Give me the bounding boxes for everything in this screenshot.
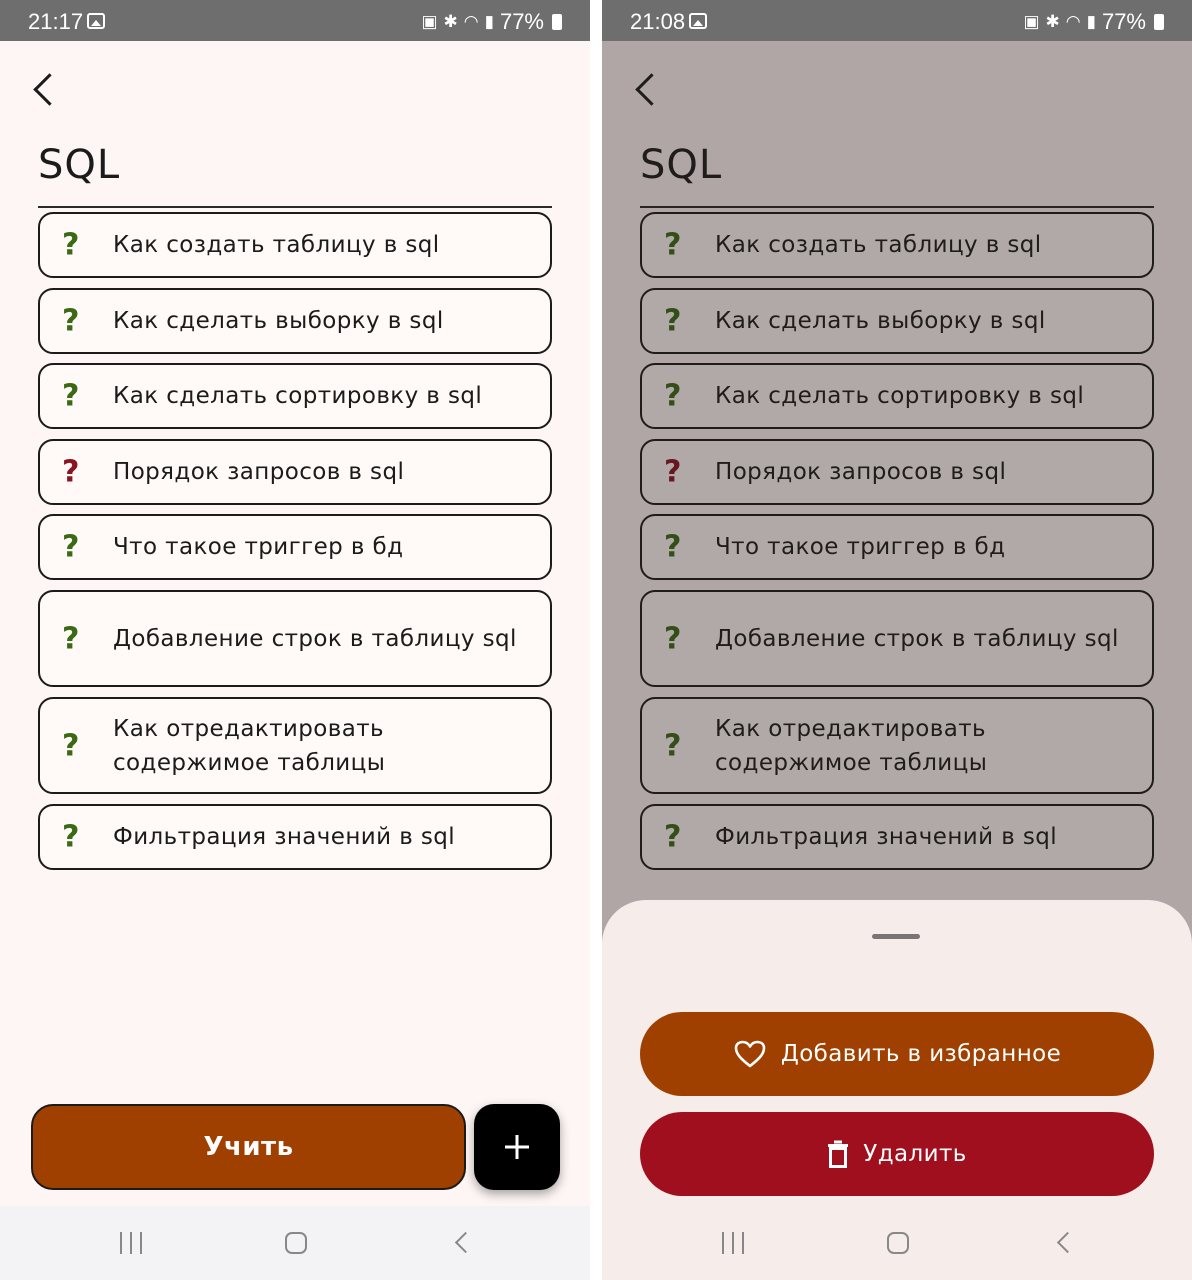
- back-arrow-icon[interactable]: [30, 72, 60, 108]
- question-item[interactable]: ? Что такое триггер в бд: [640, 514, 1154, 580]
- question-item[interactable]: ? Как сделать сортировку в sql: [640, 363, 1154, 429]
- delete-label: Удалить: [863, 1141, 967, 1167]
- question-text: Как создать таблицу в sql: [113, 232, 440, 258]
- question-mark-icon: ?: [62, 621, 80, 656]
- status-bar: 21:17 ▣ ✱ ◠ ▮ 77%: [0, 0, 590, 41]
- question-text: Как сделать выборку в sql: [113, 308, 444, 334]
- question-mark-icon: ?: [664, 378, 682, 414]
- question-text: Как отредактировать содержимое таблицы: [113, 715, 386, 776]
- question-item[interactable]: ? Порядок запросов в sql: [640, 439, 1154, 505]
- question-text: Фильтрация значений в sql: [715, 824, 1058, 850]
- question-text: Что такое триггер в бд: [113, 534, 404, 560]
- screen-left: 21:17 ▣ ✱ ◠ ▮ 77% SQL ? Как создать табли…: [0, 0, 590, 1280]
- status-bar: 21:08 ▣ ✱ ◠ ▮ 77%: [602, 0, 1192, 41]
- question-text: Как сделать сортировку в sql: [113, 383, 483, 409]
- question-mark-icon: ?: [664, 227, 682, 263]
- question-item[interactable]: ? Порядок запросов в sql: [38, 439, 552, 505]
- question-item[interactable]: ? Как сделать выборку в sql: [640, 288, 1154, 354]
- system-nav-bar: [0, 1206, 590, 1280]
- add-question-button[interactable]: [474, 1104, 560, 1190]
- question-item[interactable]: ? Как сделать сортировку в sql: [38, 363, 552, 429]
- title-divider: [38, 206, 552, 208]
- delete-button[interactable]: Удалить: [640, 1112, 1154, 1196]
- question-mark-icon: ?: [664, 819, 682, 855]
- add-to-favorites-button[interactable]: Добавить в избранное: [640, 1012, 1154, 1096]
- question-mark-icon: ?: [664, 303, 682, 339]
- question-mark-icon: ?: [62, 227, 80, 263]
- trash-icon: [827, 1140, 849, 1168]
- heart-icon: [733, 1039, 767, 1069]
- drag-handle[interactable]: [872, 934, 920, 939]
- system-nav-bar: [602, 1206, 1192, 1280]
- recent-apps-icon[interactable]: [120, 1232, 142, 1254]
- question-text: Порядок запросов в sql: [113, 459, 405, 485]
- battery-percent: 77%: [1101, 9, 1146, 34]
- question-mark-icon: ?: [62, 529, 80, 565]
- signal-icon: ▮: [1086, 12, 1096, 31]
- question-text: Как создать таблицу в sql: [715, 232, 1042, 258]
- question-mark-icon: ?: [664, 728, 682, 763]
- question-item[interactable]: ? Как создать таблицу в sql: [640, 212, 1154, 278]
- recent-apps-icon[interactable]: [722, 1232, 744, 1254]
- question-mark-icon: ?: [62, 819, 80, 855]
- learn-button[interactable]: Учить: [31, 1104, 466, 1190]
- title-divider: [640, 206, 1154, 208]
- back-arrow-icon[interactable]: [632, 72, 662, 108]
- question-mark-icon: ?: [62, 378, 80, 414]
- page-title: SQL: [640, 142, 723, 188]
- add-to-favorites-label: Добавить в избранное: [780, 1041, 1062, 1067]
- question-text: Как сделать выборку в sql: [715, 308, 1046, 334]
- battery-saver-icon: ▣: [1023, 12, 1040, 31]
- status-icons: ▣ ✱ ◠ ▮ 77%: [1023, 9, 1164, 35]
- battery-saver-icon: ▣: [421, 12, 438, 31]
- question-mark-icon: ?: [62, 728, 80, 763]
- screenshot-divider: [590, 0, 602, 1280]
- question-mark-icon: ?: [664, 621, 682, 656]
- status-time: 21:08: [630, 9, 686, 34]
- status-icons: ▣ ✱ ◠ ▮ 77%: [421, 9, 562, 35]
- question-item[interactable]: ? Как отредактировать содержимое таблицы: [640, 697, 1154, 794]
- question-item[interactable]: ? Фильтрация значений в sql: [640, 804, 1154, 870]
- signal-icon: ▮: [484, 12, 494, 31]
- question-text: Как отредактировать содержимое таблицы: [715, 715, 988, 776]
- question-item[interactable]: ? Добавление строк в таблицу sql: [640, 590, 1154, 687]
- battery-icon: [1154, 14, 1164, 30]
- question-text: Добавление строк в таблицу sql: [715, 625, 1119, 652]
- system-back-icon[interactable]: [1056, 1231, 1079, 1254]
- question-item[interactable]: ? Как создать таблицу в sql: [38, 212, 552, 278]
- page-title: SQL: [38, 142, 121, 188]
- question-mark-icon: ?: [62, 303, 80, 339]
- question-text: Что такое триггер в бд: [715, 534, 1006, 560]
- screen-right: 21:08 ▣ ✱ ◠ ▮ 77% SQL ? Как создать табли…: [602, 0, 1192, 1280]
- home-icon[interactable]: [285, 1232, 307, 1254]
- question-mark-icon: ?: [664, 529, 682, 565]
- gallery-notification-icon: [689, 13, 707, 29]
- question-text: Как сделать сортировку в sql: [715, 383, 1085, 409]
- wifi-icon: ◠: [1065, 12, 1081, 31]
- question-mark-icon: ?: [664, 454, 682, 490]
- bluetooth-icon: ✱: [1045, 12, 1060, 31]
- question-text: Фильтрация значений в sql: [113, 824, 456, 850]
- question-mark-icon: ?: [62, 454, 80, 490]
- wifi-icon: ◠: [463, 12, 479, 31]
- question-text: Добавление строк в таблицу sql: [113, 625, 517, 652]
- system-back-icon[interactable]: [454, 1231, 477, 1254]
- battery-icon: [552, 14, 562, 30]
- question-item[interactable]: ? Фильтрация значений в sql: [38, 804, 552, 870]
- question-item[interactable]: ? Что такое триггер в бд: [38, 514, 552, 580]
- question-item[interactable]: ? Как сделать выборку в sql: [38, 288, 552, 354]
- home-icon[interactable]: [887, 1232, 909, 1254]
- question-item[interactable]: ? Добавление строк в таблицу sql: [38, 590, 552, 687]
- question-text: Порядок запросов в sql: [715, 459, 1007, 485]
- status-time: 21:17: [28, 9, 84, 34]
- battery-percent: 77%: [499, 9, 544, 34]
- question-item[interactable]: ? Как отредактировать содержимое таблицы: [38, 697, 552, 794]
- bluetooth-icon: ✱: [443, 12, 458, 31]
- gallery-notification-icon: [87, 13, 105, 29]
